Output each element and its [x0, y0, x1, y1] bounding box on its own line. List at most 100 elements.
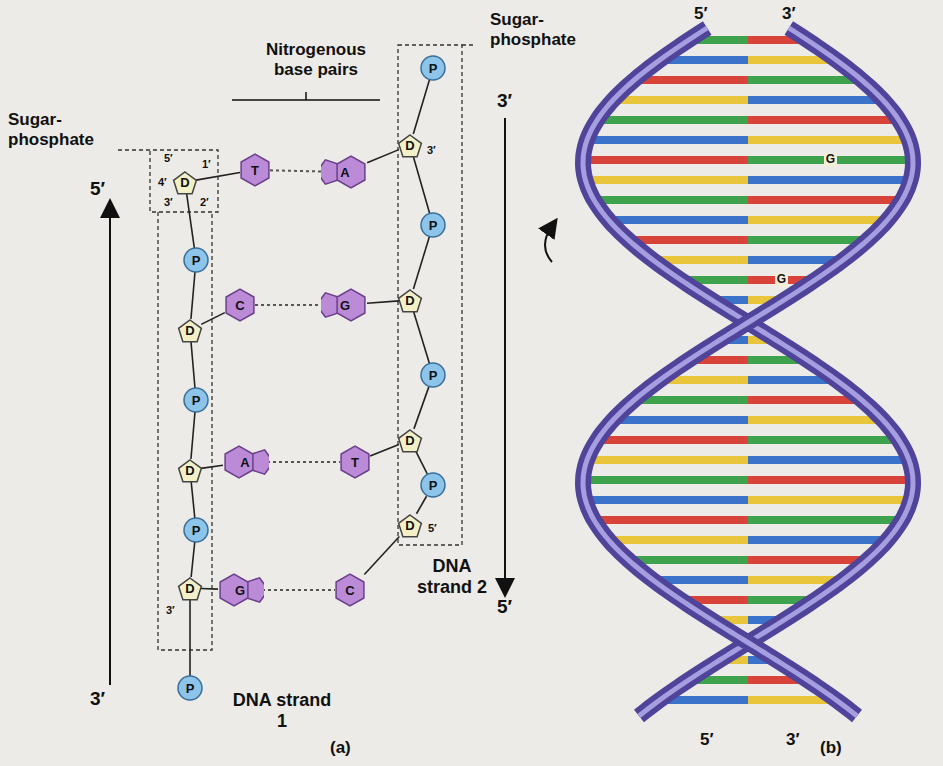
backbone-bond [201, 313, 225, 325]
base-rung [748, 216, 887, 224]
carbon-number: 3′ [166, 604, 175, 617]
base-rung [609, 216, 748, 224]
backbone-bond [370, 444, 399, 455]
node-letter: A [240, 455, 249, 470]
direction-arrow [504, 118, 506, 588]
rotation-arrow [545, 226, 552, 262]
node-letter: A [340, 165, 349, 180]
node-letter: T [251, 163, 259, 178]
node-letter: P [429, 61, 438, 76]
backbone-ribbon [583, 28, 913, 716]
nitrogenous-base: C [223, 288, 257, 322]
backbone-bond [189, 599, 191, 677]
base-rung [748, 136, 909, 144]
base-rung [748, 116, 899, 124]
base-rung [587, 456, 748, 464]
direction-arrow [109, 208, 111, 685]
backbone-bond [187, 193, 195, 249]
backbone-bond [196, 173, 240, 181]
sugar-pentagon: D [177, 575, 203, 601]
end-label: 3′ [497, 90, 512, 112]
carbon-number: 1′ [202, 158, 211, 171]
node-letter: D [185, 581, 194, 596]
backbone-ribbon [583, 28, 913, 716]
end-label: 5′ [90, 178, 105, 200]
end-label: 5′ [700, 730, 714, 750]
node-letter: D [405, 433, 414, 448]
backbone-bond [191, 411, 195, 459]
end-label: 5′ [497, 596, 512, 618]
base-rung [748, 176, 911, 184]
base-rung [583, 476, 748, 484]
strand-label: DNA strand 2 [404, 556, 500, 597]
phosphate-circle: P [183, 387, 209, 413]
hydrogen-bond [255, 304, 323, 306]
nitrogenous-base: C [333, 573, 367, 607]
node-letter: P [429, 368, 438, 383]
base-letter: G [775, 273, 788, 287]
part-label: Sugar-phosphate [8, 110, 116, 149]
node-letter: P [192, 523, 201, 538]
node-letter: G [340, 298, 350, 313]
backbone-bond [191, 271, 195, 319]
base-rung [597, 436, 748, 444]
node-letter: P [186, 681, 195, 696]
end-label: 3′ [782, 4, 796, 24]
node-letter: D [405, 138, 414, 153]
node-letter: P [429, 218, 438, 233]
backbone-bond [413, 236, 429, 289]
node-letter: P [192, 393, 201, 408]
nitrogenous-base: A [221, 445, 269, 479]
base-rung [748, 96, 883, 104]
phosphate-circle: P [183, 247, 209, 273]
double-helix [583, 28, 913, 716]
carbon-number: 2′ [200, 196, 209, 209]
base-rung [748, 516, 902, 524]
sugar-phosphate-box [118, 45, 475, 650]
backbone-highlight [583, 28, 913, 716]
backbone-bond [416, 451, 428, 474]
base-rung [748, 236, 868, 244]
base-rung [748, 496, 911, 504]
bracket [232, 92, 380, 100]
node-letter: P [429, 478, 438, 493]
carbon-number: 5′ [428, 522, 437, 535]
node-letter: G [235, 583, 245, 598]
phosphate-circle: P [420, 55, 446, 81]
backbone-bond [414, 386, 429, 429]
phosphate-circle: P [420, 212, 446, 238]
end-label: 5′ [694, 4, 708, 24]
base-rung [748, 456, 909, 464]
carbon-number: 4′ [158, 176, 167, 189]
node-letter: C [345, 583, 354, 598]
sugar-pentagon: D [397, 427, 423, 453]
base-rung [585, 176, 748, 184]
phosphate-circle: P [420, 362, 446, 388]
node-letter: T [351, 455, 359, 470]
backbone-bond [191, 541, 195, 577]
node-letter: D [180, 175, 189, 190]
phosphate-circle: P [177, 675, 203, 701]
end-label: 3′ [786, 730, 800, 750]
sugar-pentagon: D [397, 287, 423, 313]
node-letter: P [192, 253, 201, 268]
base-rung [748, 556, 868, 564]
carbon-number: 5′ [164, 152, 173, 165]
phosphate-circle: P [420, 472, 446, 498]
hydrogen-bond [270, 170, 323, 171]
hydrogen-bond [267, 461, 340, 463]
nitrogenous-base: A [321, 155, 369, 189]
base-rung [585, 496, 748, 504]
backbone-bond [191, 481, 195, 519]
carbon-number: 3′ [164, 196, 173, 209]
base-rung [748, 196, 902, 204]
base-rung [583, 156, 748, 164]
strand-label: DNA strand 1 [232, 690, 332, 731]
base-rung [628, 236, 748, 244]
backbone-bond [413, 311, 429, 364]
base-rung [609, 536, 748, 544]
base-rung [748, 436, 899, 444]
node-letter: D [405, 293, 414, 308]
base-rung [628, 556, 748, 564]
